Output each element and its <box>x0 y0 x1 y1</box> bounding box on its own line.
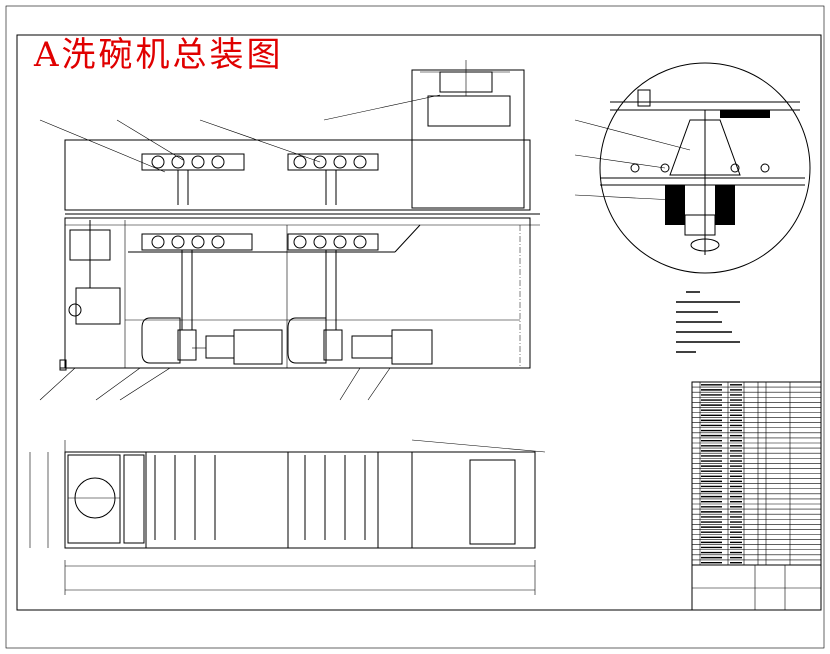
plan-spray-pipes <box>154 455 366 540</box>
main-chamber <box>64 139 531 211</box>
title-block <box>691 381 822 611</box>
upper-spray-bar-right <box>287 153 379 205</box>
detail-view-circle <box>574 62 811 274</box>
sheet-inner-border <box>16 34 822 611</box>
drawing-title: A洗碗机总装图 <box>34 35 284 75</box>
pump-motor-left <box>141 317 283 365</box>
drive-unit <box>68 220 121 325</box>
pump-motor-right <box>287 317 433 365</box>
upper-spray-bar-left <box>141 153 245 205</box>
lower-tank <box>64 217 531 369</box>
technical-notes <box>676 291 740 353</box>
lower-spray-bar-right <box>287 233 379 330</box>
exhaust-tower <box>411 69 525 209</box>
lower-spray-bar-left <box>141 233 253 330</box>
plan-view <box>29 439 546 595</box>
front-view <box>39 60 540 401</box>
exhaust-fan-box <box>427 95 511 127</box>
title-block-frame <box>691 381 822 611</box>
leader-lines <box>39 94 441 401</box>
sheet-outer-border <box>5 5 825 649</box>
